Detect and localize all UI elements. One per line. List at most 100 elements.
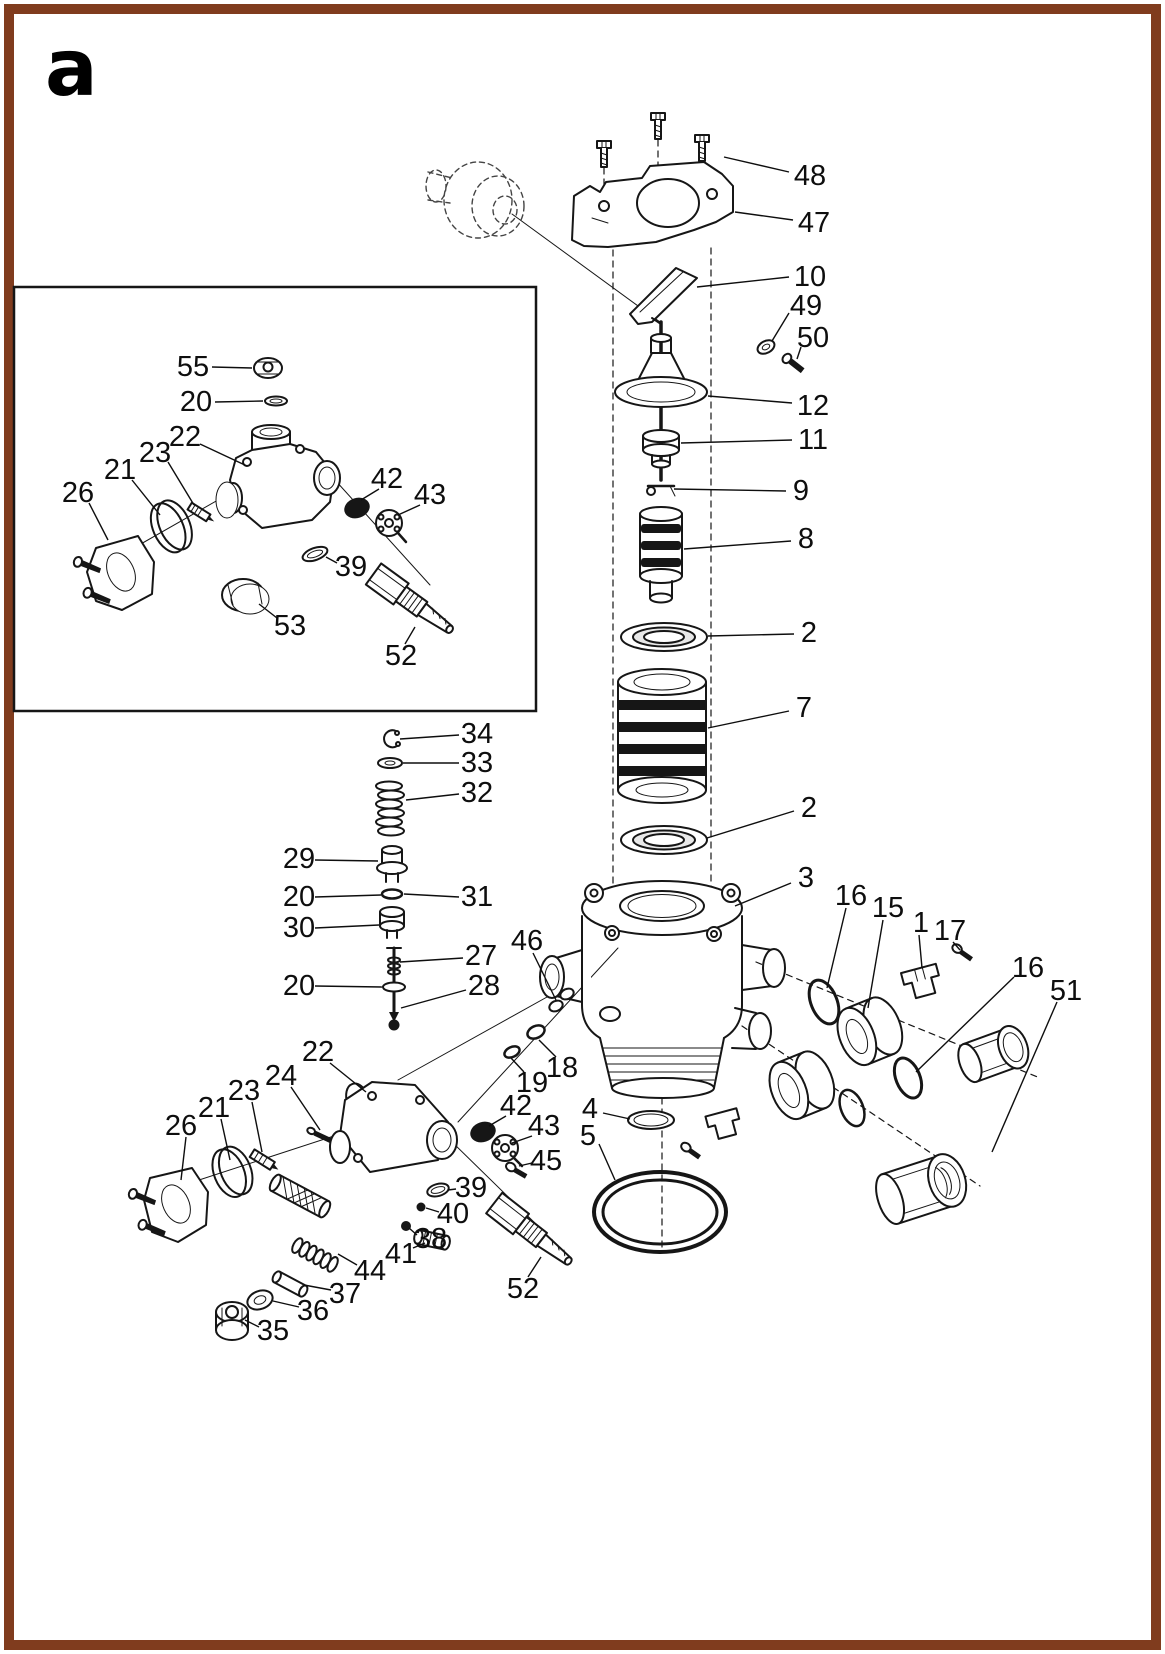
washer-36 <box>246 1289 274 1311</box>
mounting-plate-47 <box>571 161 734 248</box>
leader-line <box>314 859 379 862</box>
coupling-15 <box>836 996 904 1067</box>
pin-24 <box>306 1126 332 1143</box>
fitting-51-lower <box>875 1153 968 1225</box>
nozzle-30 <box>379 906 405 939</box>
part-number-label: 2 <box>801 792 817 824</box>
screw-lower <box>680 1141 701 1160</box>
fitting-51-upper <box>957 1024 1030 1084</box>
inset-plug-53 <box>221 578 270 615</box>
seal-2-lower <box>620 825 708 855</box>
leader-line <box>199 443 248 467</box>
leader-line <box>408 1227 418 1236</box>
part-number-label: 28 <box>468 970 500 1002</box>
leader-line <box>723 156 790 173</box>
leader-line <box>399 734 460 740</box>
inset-box <box>12 285 538 713</box>
clip-9 <box>646 484 676 497</box>
part-number-label: 45 <box>530 1145 562 1177</box>
part-number-label: 2 <box>801 617 817 649</box>
part-number-label: 53 <box>274 610 306 642</box>
screw-45 <box>505 1161 528 1179</box>
leader-line <box>180 1136 187 1181</box>
part-number-label: 29 <box>283 843 315 875</box>
part-number-label: 12 <box>797 390 829 422</box>
part-number-label: 33 <box>461 747 493 779</box>
leader-line <box>251 1101 263 1153</box>
inset-hose-barb-52 <box>364 562 454 634</box>
leader-line <box>707 395 793 404</box>
clip-34 <box>383 729 401 749</box>
leader-line <box>706 810 795 839</box>
part-number-label: 18 <box>546 1052 578 1084</box>
part-number-label: 21 <box>198 1092 230 1124</box>
leader-line <box>220 1118 231 1161</box>
coupling-o-ring-16b <box>892 1056 924 1100</box>
valve-body-3 <box>539 880 786 1099</box>
part-number-label: 40 <box>437 1198 469 1230</box>
clip-1 <box>899 962 940 1000</box>
leader-line <box>696 276 790 288</box>
part-number-label: 20 <box>180 386 212 418</box>
washer-33 <box>377 757 403 769</box>
o-rings-46 <box>548 987 575 1013</box>
part-number-label: 22 <box>302 1036 334 1068</box>
leader-line <box>314 985 383 988</box>
part-number-label: 42 <box>500 1090 532 1122</box>
guide-11 <box>642 429 680 469</box>
part-number-label: 15 <box>872 892 904 924</box>
inset-o-ring-39 <box>301 545 329 563</box>
part-number-label: 46 <box>511 925 543 957</box>
leader-line <box>214 400 264 403</box>
screw-17 <box>951 943 973 962</box>
nut-35 <box>215 1301 249 1341</box>
leader-line <box>527 1256 542 1278</box>
o-ring-18 <box>526 1024 546 1040</box>
hose-barb-52-lower <box>485 1191 573 1266</box>
leader-line <box>532 952 557 1001</box>
coupling-o-ring-extra <box>838 1088 866 1128</box>
screws-48 <box>596 112 710 168</box>
part-number-label: 44 <box>354 1255 386 1287</box>
coupling-o-ring-16a <box>807 978 841 1026</box>
leader-line <box>272 1300 300 1308</box>
part-number-label: 7 <box>796 692 812 724</box>
leader-line <box>538 1039 557 1058</box>
leader-line <box>707 633 795 637</box>
part-number-label: 52 <box>385 640 417 672</box>
part-number-label: 35 <box>257 1315 289 1347</box>
o-ring-5 <box>592 1170 728 1254</box>
handle-10 <box>629 267 698 325</box>
leader-line <box>400 989 467 1009</box>
leader-line <box>314 894 382 898</box>
retainer-43-lower <box>491 1134 524 1168</box>
part-number-label: 27 <box>465 940 497 972</box>
inset-seal-42 <box>344 497 370 519</box>
part-number-label: 23 <box>139 437 171 469</box>
leader-line <box>598 1143 616 1181</box>
check-fitting-41 <box>413 1228 451 1251</box>
leader-line <box>258 603 278 619</box>
part-number-label: 16 <box>1012 952 1044 984</box>
screw-50 <box>781 352 805 374</box>
part-number-label: 21 <box>104 454 136 486</box>
leader-line <box>425 1207 440 1213</box>
leader-line <box>131 479 161 516</box>
inset-cap-26 <box>72 535 155 611</box>
part-number-label: 19 <box>516 1067 548 1099</box>
part-number-label: 10 <box>794 261 826 293</box>
part-number-label: 34 <box>461 718 493 750</box>
leader-line <box>325 556 338 564</box>
leader-line <box>683 540 792 550</box>
leader-line <box>518 1162 533 1167</box>
part-number-label: 23 <box>228 1075 260 1107</box>
part-number-label: 8 <box>798 523 814 555</box>
part-number-label: 42 <box>371 463 403 495</box>
spacer-stack-7 <box>617 668 707 804</box>
washer-49 <box>756 339 776 355</box>
part-number-label: 47 <box>798 207 830 239</box>
part-number-label: 31 <box>461 881 493 913</box>
seal-2-upper <box>620 622 708 652</box>
part-number-label: 39 <box>455 1172 487 1204</box>
